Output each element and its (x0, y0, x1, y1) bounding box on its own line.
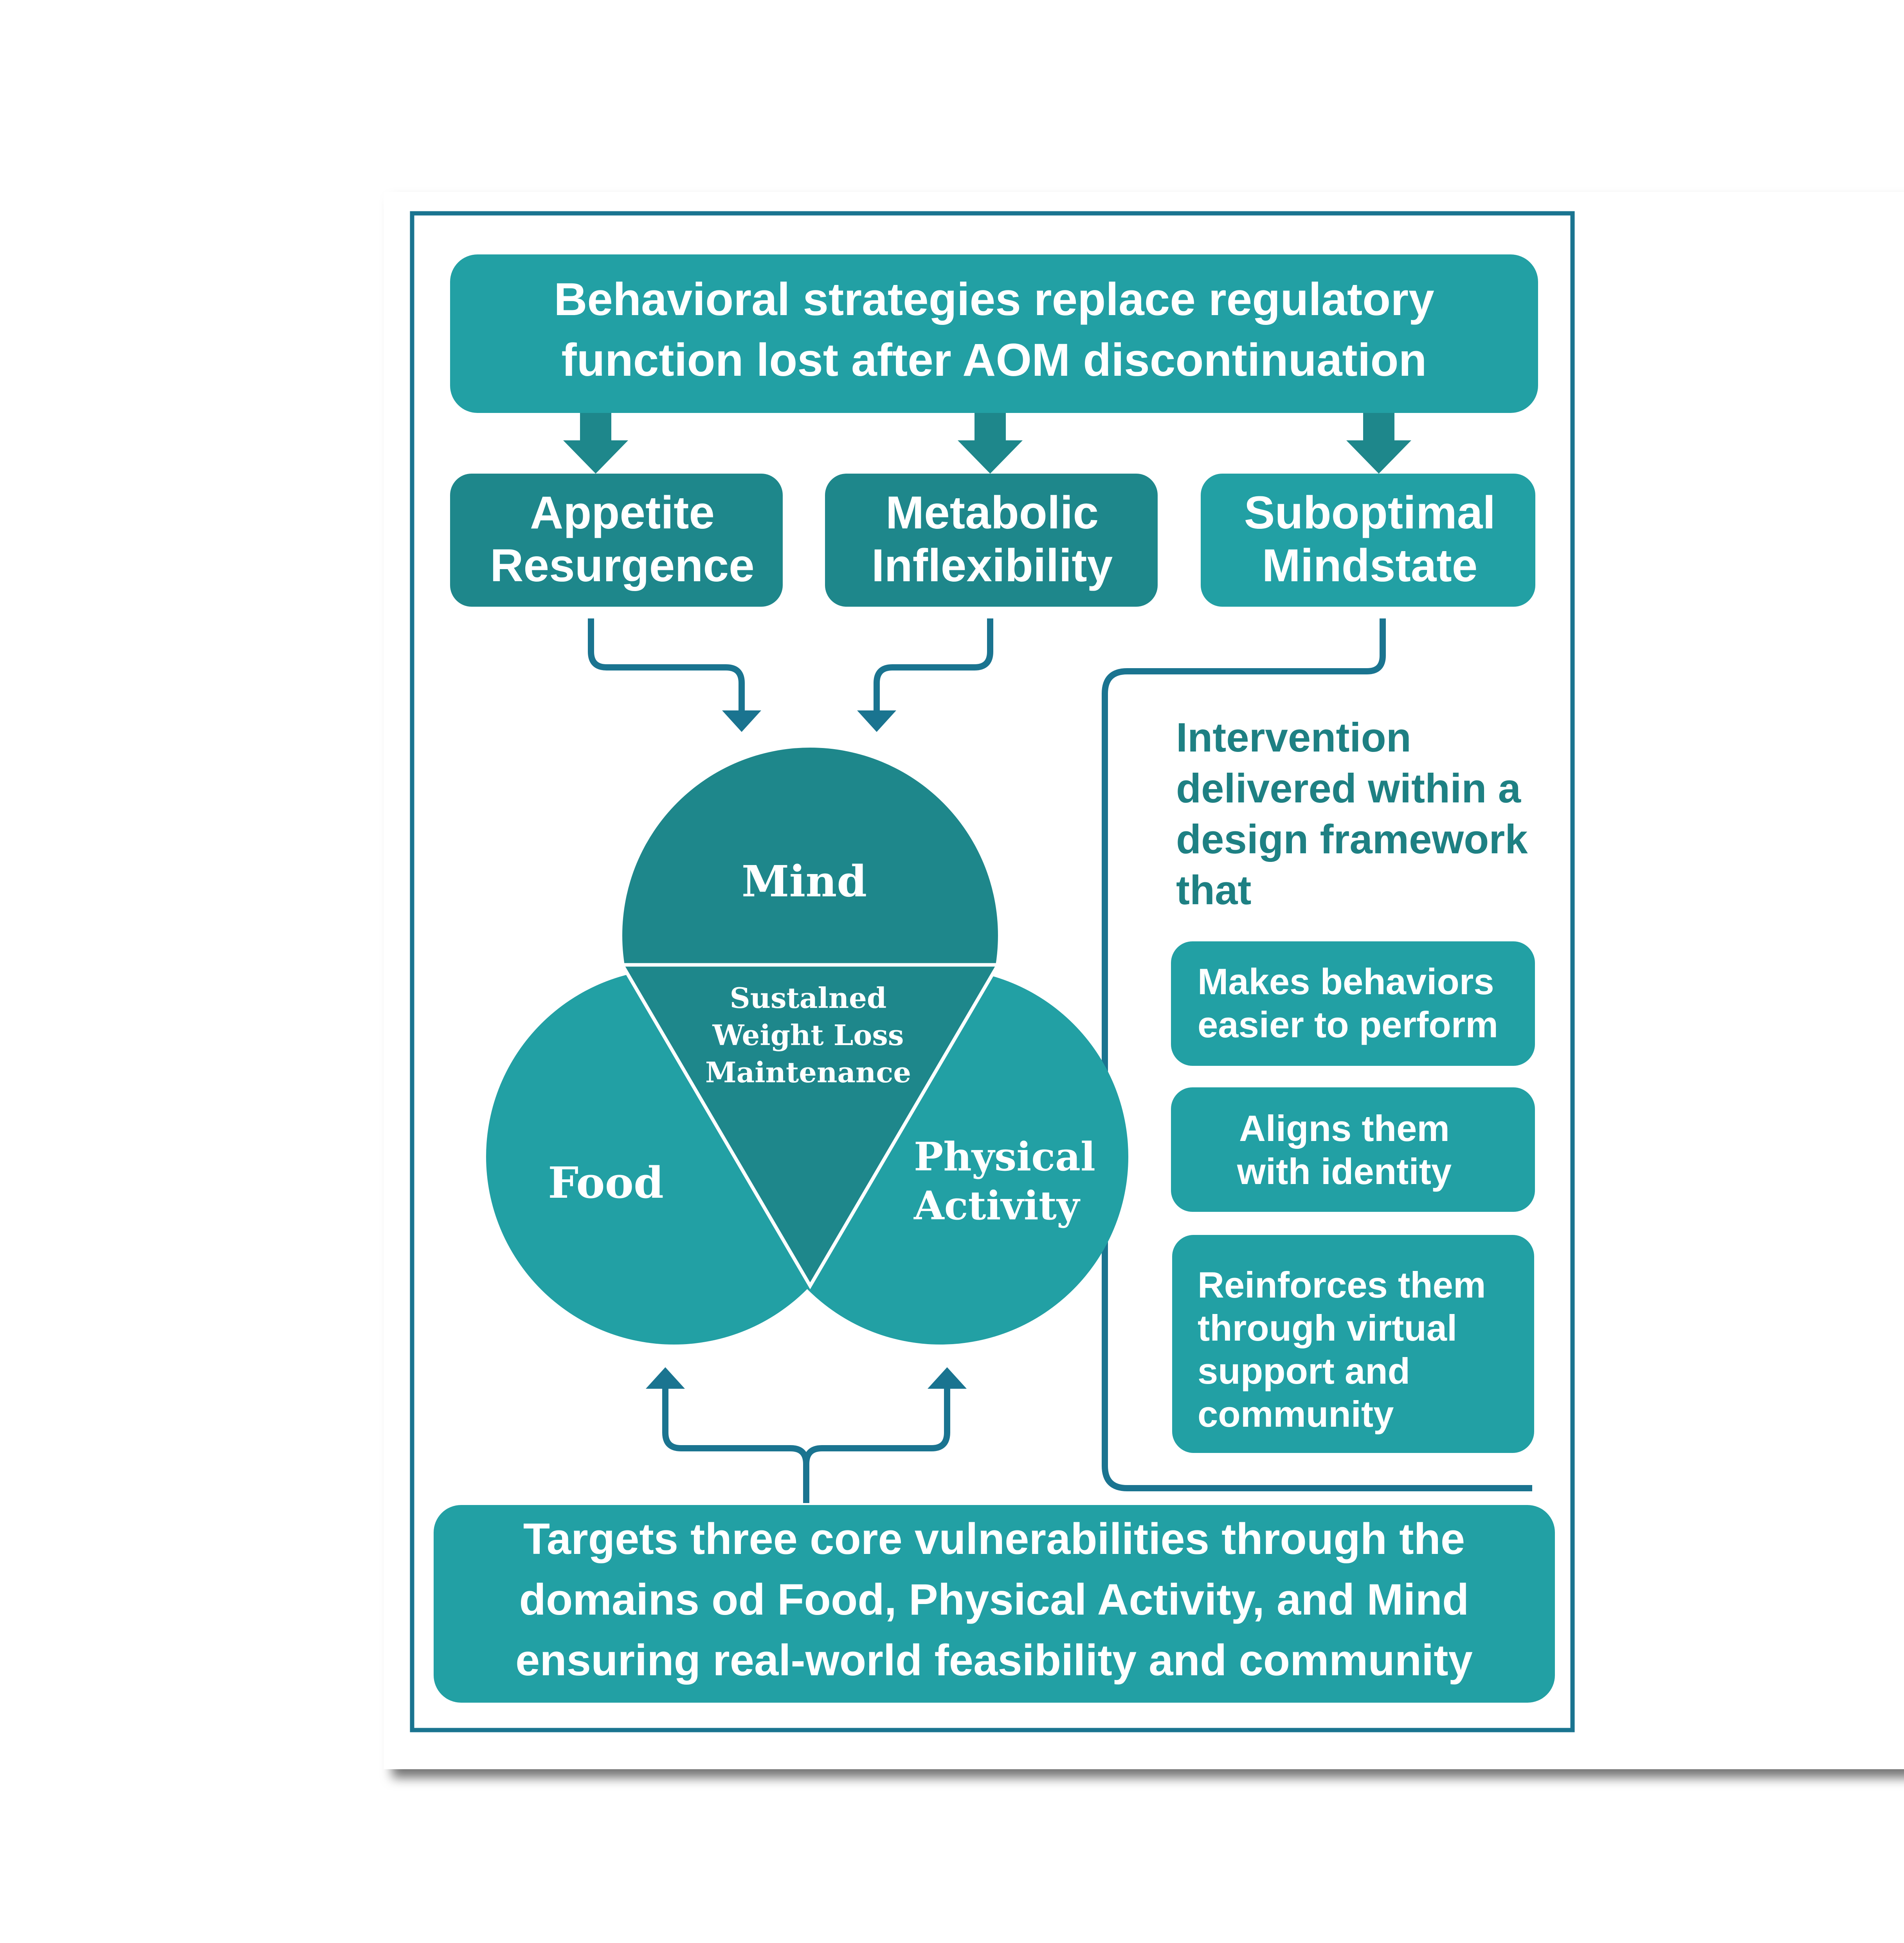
intervention-intro-line-2: delivered within a (1176, 766, 1522, 811)
metabolic-connector-line (874, 618, 993, 712)
footer-box-shape (434, 1505, 1555, 1703)
intervention-item-1-line-2: easier to perform (1198, 1004, 1498, 1045)
intervention-item-3-line-1: Reinforces them (1198, 1264, 1486, 1305)
header-down-arrow-2-icon (958, 413, 1023, 474)
intervention-intro: Intervention delivered within a design f… (1176, 715, 1528, 913)
appetite-resurgence-line-2: Resurgence (490, 540, 755, 591)
venn-physical-activity-label-line-2: Activity (913, 1182, 1081, 1229)
metabolic-inflexibility-box: Metabolic Inflexibility (825, 474, 1158, 607)
header-box: Behavioral strategies replace regulatory… (450, 254, 1538, 413)
suboptimal-mindstate-box: Suboptimal Mindstate (1201, 474, 1535, 607)
appetite-connector-arrowhead-icon (722, 710, 761, 732)
intervention-item-3-box (1172, 1235, 1534, 1453)
intervention-item-3-line-3: support and (1198, 1350, 1410, 1391)
footer-up-arrowhead-right-icon (928, 1367, 967, 1389)
intervention-item-2: Aligns them with identity (1171, 1087, 1535, 1212)
header-down-arrow-3-icon (1346, 413, 1411, 474)
intervention-intro-line-4: that (1176, 867, 1251, 913)
mindstate-connector-line (1102, 618, 1532, 1491)
intervention-item-3-line-4: community (1198, 1393, 1394, 1435)
appetite-resurgence-line-1: Appetite (530, 487, 715, 539)
intervention-item-1: Makes behaviors easier to perform (1171, 941, 1535, 1066)
intervention-intro-line-3: design framework (1176, 816, 1528, 862)
venn-diagram: Mind Food Physical Activity Sustalned We… (486, 748, 1128, 1345)
intervention-intro-line-1: Intervention (1176, 715, 1411, 761)
card-frame (410, 211, 1575, 1732)
footer-box: Targets three core vulnerabilities throu… (434, 1505, 1555, 1703)
venn-center-triangle (619, 963, 1001, 1289)
footer-text-line-3: ensuring real-world feasibility and comm… (515, 1636, 1473, 1685)
footer-text-line-2: domains od Food, Physical Activity, and … (519, 1575, 1469, 1624)
intervention-item-2-line-1: Aligns them (1239, 1108, 1450, 1149)
venn-physical-activity-label-line-1: Physical (914, 1134, 1095, 1180)
venn-center-label-line-2: Weight Loss (712, 1018, 904, 1052)
metabolic-inflexibility-box-shape (825, 474, 1158, 607)
intervention-item-3: Reinforces them through virtual support … (1172, 1235, 1534, 1453)
footer-connector-line (662, 1386, 950, 1503)
suboptimal-mindstate-line-1: Suboptimal (1244, 487, 1495, 539)
appetite-connector-line (588, 618, 745, 712)
footer-up-arrowhead-left-icon (646, 1367, 685, 1389)
header-down-arrow-1-icon (563, 413, 628, 474)
header-text-line-1: Behavioral strategies replace regulatory (554, 274, 1434, 325)
metabolic-inflexibility-line-2: Inflexibility (872, 540, 1113, 591)
intervention-item-1-line-1: Makes behaviors (1198, 961, 1494, 1002)
intervention-item-2-line-2: with identity (1237, 1151, 1452, 1192)
intervention-item-3-line-2: through virtual (1198, 1307, 1457, 1348)
venn-center-label-line-3: Maintenance (705, 1056, 911, 1089)
appetite-resurgence-box-shape (450, 474, 783, 607)
header-text-line-2: function lost after AOM discontinuation (561, 334, 1427, 386)
suboptimal-mindstate-box-shape (1201, 474, 1535, 607)
metabolic-connector-arrowhead-icon (857, 710, 896, 732)
metabolic-inflexibility-line-1: Metabolic (886, 487, 1099, 539)
venn-mind-label: Mind (742, 856, 867, 907)
header-box-shape (450, 254, 1538, 413)
venn-mind-circle (622, 748, 998, 965)
intervention-item-2-box (1171, 1087, 1535, 1212)
intervention-item-1-box (1171, 941, 1535, 1066)
appetite-resurgence-box: Appetite Resurgence (450, 474, 783, 607)
footer-text-line-1: Targets three core vulnerabilities throu… (523, 1514, 1465, 1563)
venn-food-label: Food (548, 1157, 664, 1208)
suboptimal-mindstate-line-2: Mindstate (1262, 540, 1478, 591)
venn-center-label-line-1: Sustalned (730, 981, 887, 1015)
